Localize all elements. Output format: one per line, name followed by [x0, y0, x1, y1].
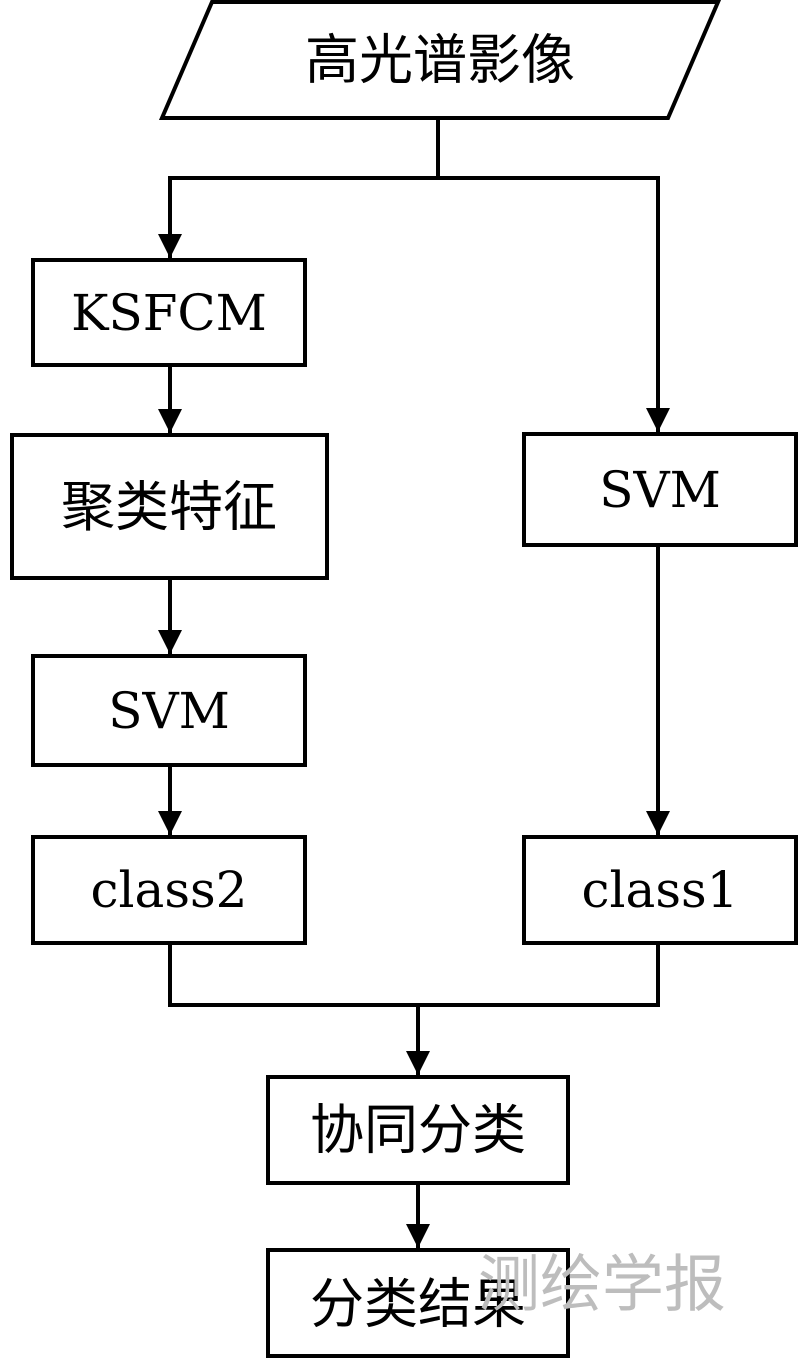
node-co-classification-label: 协同分类: [310, 1099, 526, 1162]
node-svm-left-label: SVM: [108, 682, 230, 740]
edge-class1-merge: [418, 943, 660, 1007]
node-class1: class1: [522, 835, 798, 945]
node-result: 分类结果: [266, 1248, 570, 1358]
node-class2: class2: [31, 835, 307, 945]
node-cluster-features-label: 聚类特征: [61, 476, 277, 539]
node-result-label: 分类结果: [310, 1273, 526, 1336]
node-co-classification: 协同分类: [266, 1075, 570, 1185]
node-ksfcm: KSFCM: [31, 258, 307, 367]
node-svm-left: SVM: [31, 654, 307, 767]
edge-split-to-ksfcm: [158, 176, 438, 258]
node-svm-right: SVM: [522, 432, 798, 547]
node-class2-label: class2: [91, 861, 248, 919]
node-input-label: 高光谱影像: [305, 29, 575, 92]
node-class1-label: class1: [582, 861, 739, 919]
node-input: 高光谱影像: [158, 0, 722, 120]
watermark: 测绘学报: [478, 1248, 726, 1321]
edge-split-to-svm-right: [438, 176, 670, 432]
edge-class2-merge: [168, 943, 418, 1007]
node-cluster-features: 聚类特征: [10, 433, 329, 580]
node-svm-right-label: SVM: [599, 461, 721, 519]
node-ksfcm-label: KSFCM: [71, 284, 267, 342]
